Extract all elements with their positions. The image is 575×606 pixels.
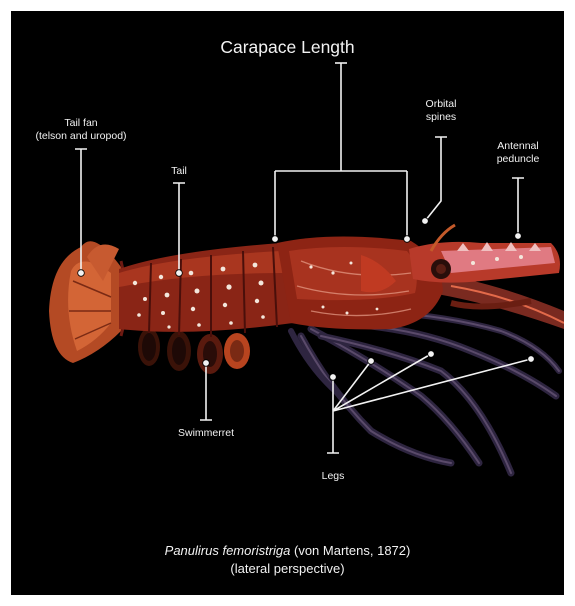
legs-label: Legs <box>308 470 358 483</box>
tail-fan-label-line1: Tail fan <box>21 117 141 130</box>
antennal-peduncle-label-line1: Antennal <box>483 140 553 153</box>
carapace-length-label: Carapace Length <box>11 37 564 59</box>
species-name: Panulirus femoristriga <box>165 543 291 558</box>
antennal-peduncle-label-line2: peduncle <box>483 153 553 166</box>
antennal-peduncle-label: Antennal peduncle <box>483 140 553 166</box>
orbital-spines-label: Orbital spines <box>406 98 476 124</box>
tail-fan <box>49 241 126 363</box>
swimmerret-label: Swimmerret <box>161 427 251 440</box>
tail-label: Tail <box>149 165 209 178</box>
orbital-spines-label-line2: spines <box>406 111 476 124</box>
tail-abdomen <box>119 243 293 337</box>
tail-fan-label: Tail fan (telson and uropod) <box>21 117 141 143</box>
orbital-spines-label-line1: Orbital <box>406 98 476 111</box>
caption-line1: Panulirus femoristriga (von Martens, 187… <box>11 542 564 560</box>
walking-legs <box>291 311 559 473</box>
caption: Panulirus femoristriga (von Martens, 187… <box>11 542 564 578</box>
tail-fan-label-line2: (telson and uropod) <box>21 130 141 143</box>
caption-perspective: (lateral perspective) <box>11 560 564 578</box>
swimmerets <box>138 328 250 374</box>
carapace-length-bracket <box>275 63 407 239</box>
species-authority: (von Martens, 1872) <box>294 543 410 558</box>
diagram-panel: Carapace Length Tail fan (telson and uro… <box>11 11 564 595</box>
antennal-peduncle-pointer <box>512 178 524 236</box>
lobster-illustration <box>11 11 564 595</box>
orbital-spines-pointer <box>425 137 447 221</box>
